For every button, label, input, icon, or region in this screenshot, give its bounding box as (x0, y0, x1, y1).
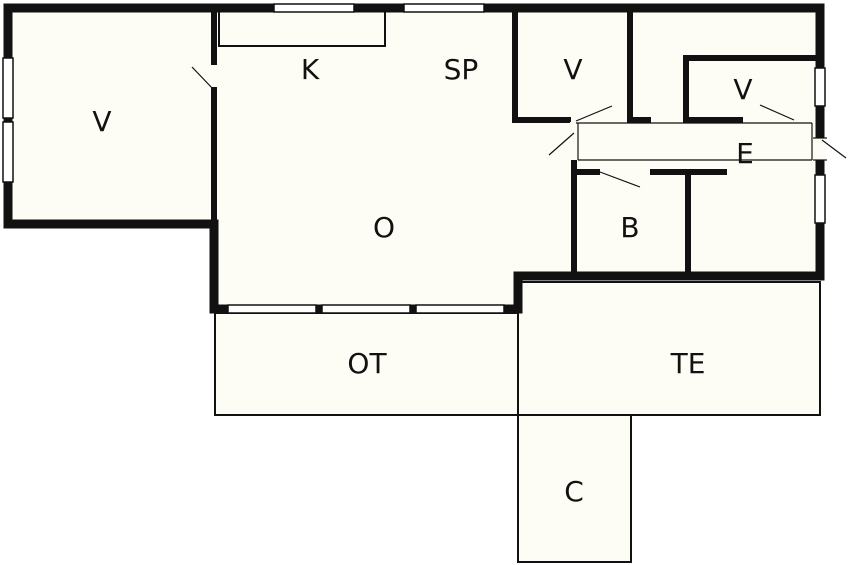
room-label-hall: E (736, 137, 754, 170)
window-bottom-1 (227, 304, 317, 314)
interior-walls (211, 7, 823, 279)
door-swings (191, 66, 847, 188)
window-left-2 (2, 121, 14, 183)
door-middle-bedroom (575, 105, 613, 122)
room-label-bedroom-right: V (733, 73, 752, 106)
door-left-bedroom (191, 66, 215, 91)
room-label-pantry: SP (444, 53, 479, 86)
room-label-covered-terrace: OT (347, 347, 387, 380)
door-hall-left (548, 132, 575, 156)
terrace-area (517, 281, 821, 416)
window-right-2 (814, 174, 826, 224)
window-right-1 (814, 67, 826, 107)
window-bottom-3 (415, 304, 505, 314)
window-top-1 (273, 3, 355, 13)
carport-area (517, 414, 632, 563)
window-top-2 (403, 3, 485, 13)
room-labels: V K SP V V E O B OT TE C (92, 53, 753, 508)
room-label-terrace: TE (670, 347, 706, 380)
room-label-kitchen: K (301, 53, 320, 86)
window-bottom-2 (321, 304, 411, 314)
door-entrance (821, 139, 847, 159)
wall-right-bedroom (683, 55, 823, 123)
room-label-bathroom: B (620, 211, 639, 244)
wall-middle-bedroom-left (512, 7, 571, 123)
door-right-bedroom (759, 104, 795, 121)
room-label-bedroom-left: V (92, 105, 111, 138)
room-label-bedroom-middle: V (563, 53, 582, 86)
door-bathroom (599, 171, 641, 188)
room-label-living: O (373, 211, 395, 244)
door-openings (570, 116, 826, 176)
outdoor-areas (214, 281, 821, 563)
kitchen-counter (218, 10, 386, 47)
room-label-carport: C (564, 475, 584, 508)
covered-terrace-area (214, 312, 519, 416)
window-left-1 (2, 57, 14, 119)
windows (2, 3, 826, 314)
